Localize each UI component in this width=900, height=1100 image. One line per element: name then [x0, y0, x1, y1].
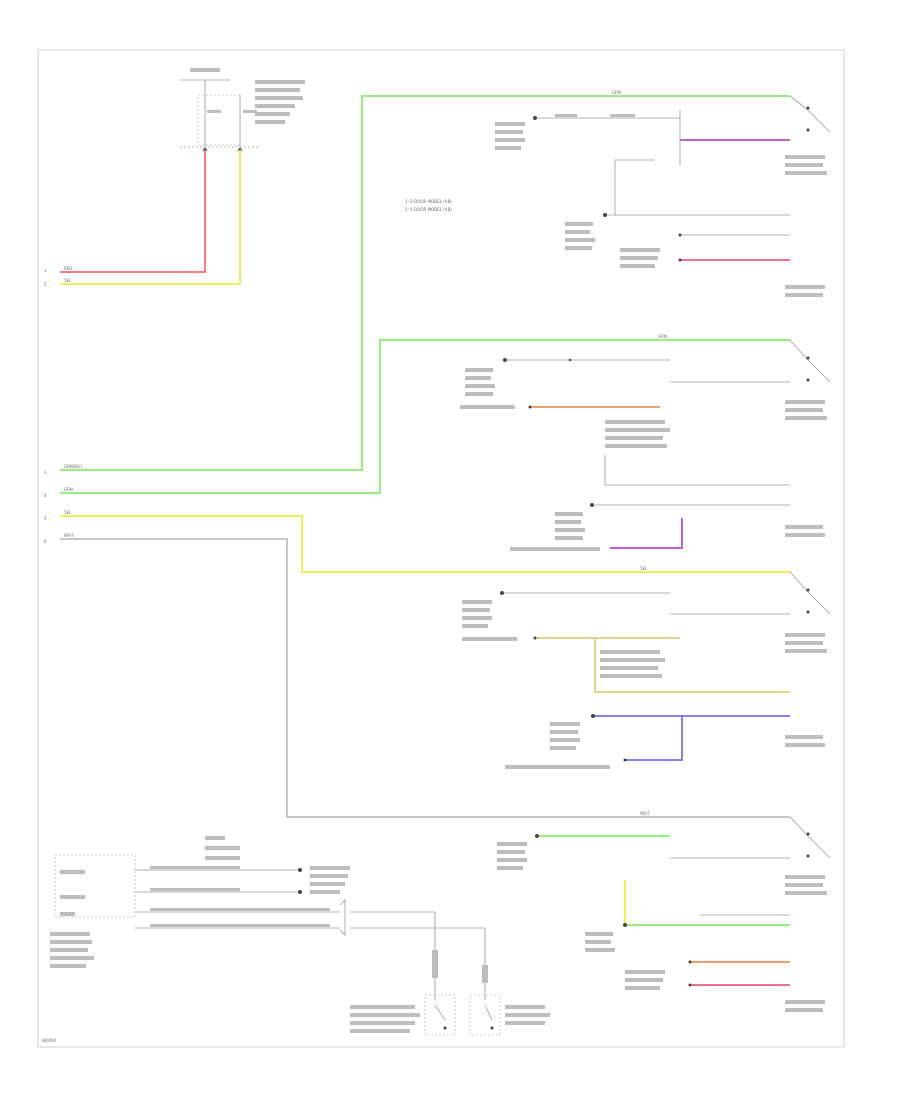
- yellow-mid-wire-label: YEL: [63, 510, 72, 515]
- svg-text:1: 1: [44, 268, 47, 273]
- yellow-wire-label: YEL: [63, 278, 72, 283]
- svg-text:3: 3: [44, 470, 47, 475]
- white-wire: WHT 6 WHT: [44, 533, 790, 818]
- green-wire: GRN 4 GRN: [44, 334, 790, 498]
- yellow-wire-mid: YEL 5 YEL: [44, 510, 790, 573]
- right-rear-lock-actuator: [505, 714, 825, 769]
- door-lock-actuator-top: [565, 213, 825, 297]
- svg-text:5: 5: [44, 516, 47, 521]
- yellow-wire-top: YEL 2: [44, 150, 241, 287]
- right-front-door-switch: [462, 571, 831, 693]
- fuse-block: [180, 68, 305, 152]
- green-blue-wire: GRN/BLU 3 GRN: [44, 90, 790, 475]
- right-rear-door-switch: [497, 816, 831, 895]
- diagram-frame: [37, 49, 845, 1048]
- green-wire-label: GRN: [64, 487, 73, 492]
- svg-text:6: 6: [44, 539, 47, 544]
- white-wire-label: WHT: [64, 533, 74, 538]
- passenger-door-lock-actuator: [585, 880, 825, 1012]
- left-front-door-switch: [495, 95, 831, 215]
- red-wire-label: RED: [64, 266, 72, 271]
- svg-text:4: 4: [44, 493, 47, 498]
- green-blue-wire-label: GRN/BLU: [64, 464, 82, 469]
- white-bottom-label: WHT: [640, 811, 650, 816]
- bottom-center-switches: [339, 899, 550, 1036]
- page-id: W0000: [42, 1038, 57, 1043]
- legend-note-2: 2: 4-DOOR MODEL (AB): [405, 207, 452, 212]
- green-top-label: GRN: [612, 90, 621, 95]
- yellow-mid-label: YEL: [639, 566, 648, 571]
- green-mid-label: GRN: [658, 334, 667, 339]
- svg-text:2: 2: [44, 282, 47, 287]
- left-rear-lock-actuator: [510, 503, 825, 551]
- left-rear-door-switch: [460, 339, 831, 486]
- legend-note-1: 1: 2-DOOR MODEL (AB): [405, 199, 452, 204]
- module-connector-block: [50, 836, 350, 968]
- red-wire: RED 1: [44, 150, 206, 273]
